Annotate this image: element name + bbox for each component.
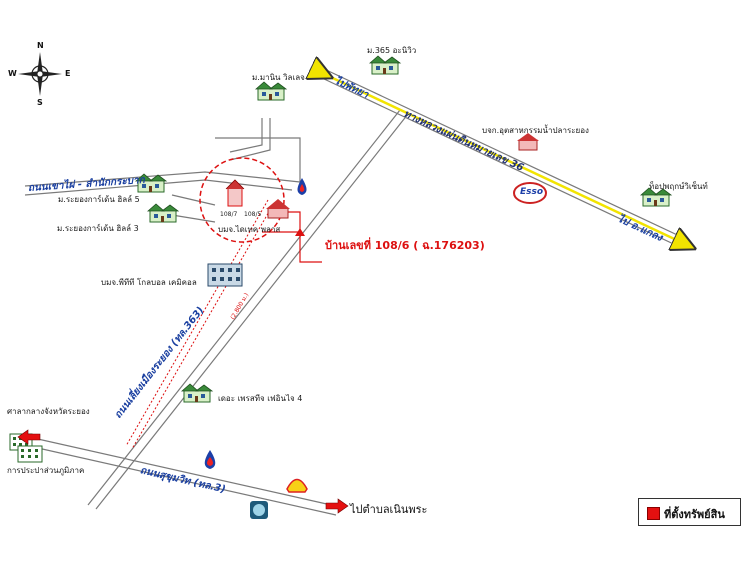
factory-icon-suksaman <box>517 133 539 151</box>
ptt-station-icon <box>297 178 307 195</box>
place-topland: ท็อปพฤกษ์วิเซ็นท์ <box>649 182 708 191</box>
house-icon-park <box>181 383 213 403</box>
compass-e: E <box>65 69 71 78</box>
place-m365: ม.365 อะนิวิว <box>367 46 417 55</box>
shell-logo <box>286 478 308 493</box>
house-icon-rayong3 <box>147 203 179 223</box>
subject-label: บ้านเลขที่ 108/6 ( ฉ.176203) <box>325 239 485 252</box>
compass-n: N <box>37 41 44 50</box>
bangchak-logo <box>250 501 268 519</box>
place-rayong3: ม.ระยองการ์เด้น ฮิลล์ 3 <box>57 224 139 233</box>
arrow-to-noen-phra <box>325 498 349 514</box>
place-ptt-global: บมจ.พีทีที โกลบอล เคมิคอล <box>101 278 197 287</box>
house-no-b: 108/5 <box>244 211 262 218</box>
office-icon-waterworks <box>17 445 43 463</box>
place-kinetic: บมจ.ไดเทค พลาส <box>218 225 281 234</box>
place-suksaman: บจก.อุตสาหกรรมน้ำปลาระยอง <box>482 126 589 135</box>
esso-label: Esso <box>520 187 544 197</box>
house-no-a: 108/7 <box>220 211 238 218</box>
factory-icon-ptt <box>207 263 243 287</box>
ptt-station-icon-sukhumvit <box>204 450 216 469</box>
route36-highlight <box>322 73 685 244</box>
place-park: เดอะ เพรสทีจ เฟอินไจ 4 <box>218 394 303 403</box>
distance-line <box>125 199 275 450</box>
place-rayong5: ม.ระยองการ์เด้น ฮิลล์ 5 <box>58 195 140 204</box>
place-manin: ม.มานิน วิลเลจ <box>252 73 305 82</box>
house-icon-m365 <box>369 55 401 75</box>
place-court: ศาลากลางจังหวัดระยอง <box>7 407 90 416</box>
direction-noen-phra: ไปตำบลเนินพระ <box>350 503 428 516</box>
legend-label: ที่ตั้งทรัพย์สิน <box>664 508 725 521</box>
house-icon-subject-right <box>266 199 290 219</box>
esso-logo <box>513 182 547 204</box>
compass-s: S <box>37 98 43 107</box>
arrow-to-court <box>17 429 41 445</box>
map-legend: ที่ตั้งทรัพย์สิน <box>638 498 741 526</box>
house-icon-manin <box>255 81 287 101</box>
place-waterworks: การประปาส่วนภูมิภาค <box>7 466 85 475</box>
compass-rose <box>18 52 62 96</box>
legend-swatch <box>647 507 660 520</box>
compass-w: W <box>8 69 17 78</box>
subject-location <box>199 157 322 263</box>
